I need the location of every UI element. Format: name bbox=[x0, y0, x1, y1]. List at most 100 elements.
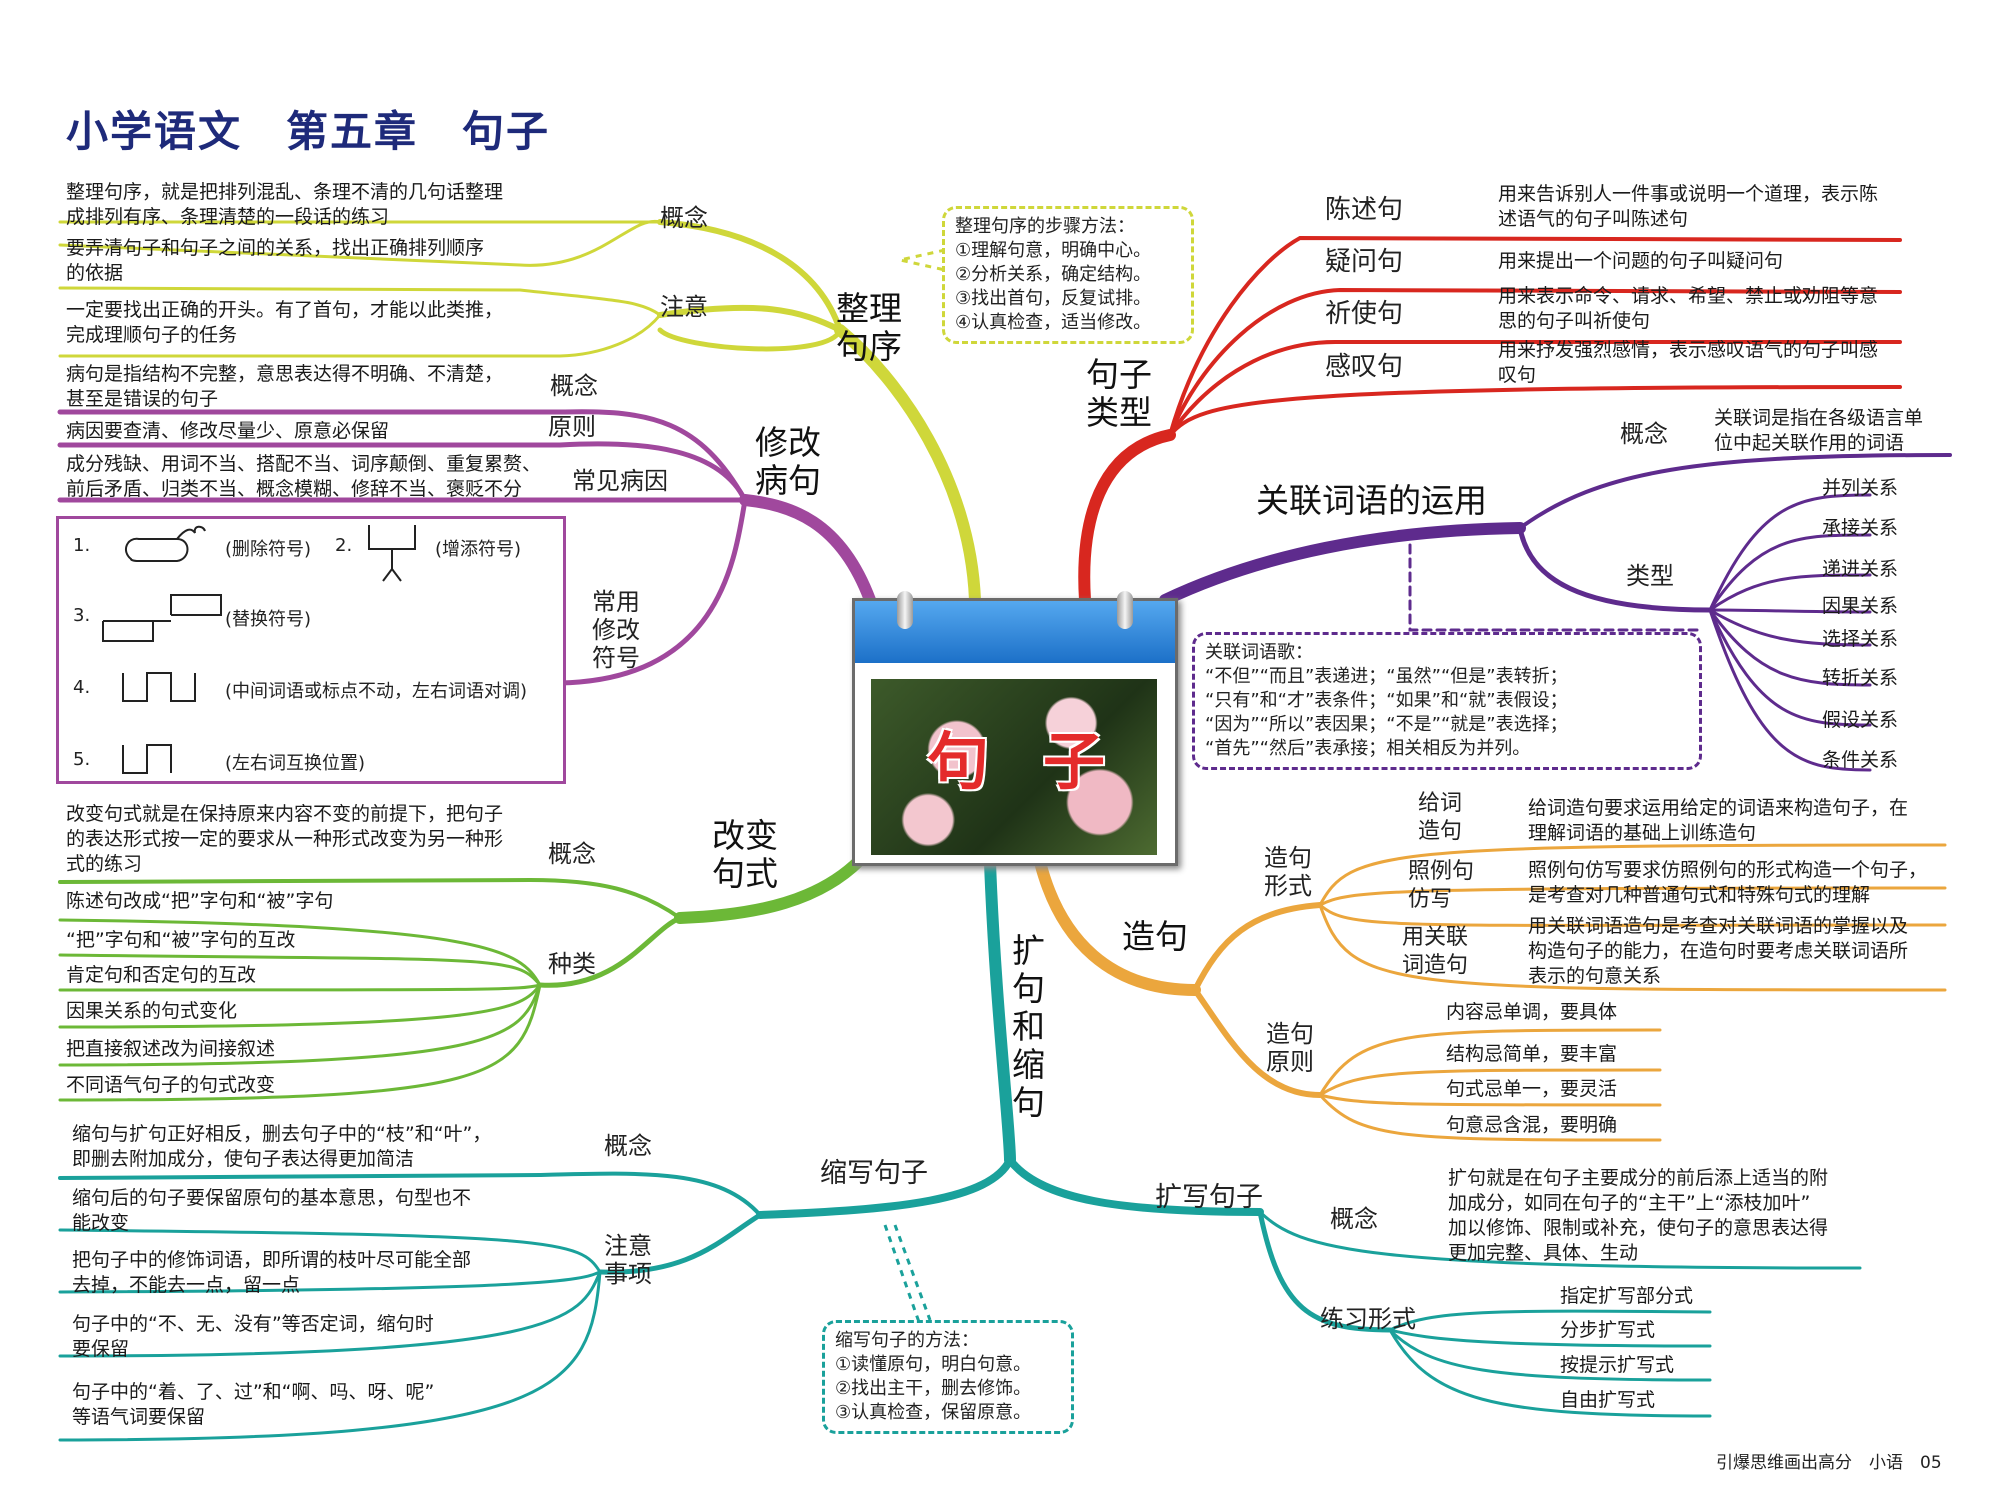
guanlian-type-3: 递进关系 bbox=[1822, 558, 1899, 580]
guanlian-song-callout: 关联词语歌： “不但”“而且”表递进；“虽然”“但是”表转折； “只有”和“才”… bbox=[1192, 632, 1702, 770]
xiugai-concept-text: 病句是指结构不完整，意思表达得不明确、不清楚， 甚至是错误的句子 bbox=[66, 363, 504, 410]
guanlian-type-1: 并列关系 bbox=[1822, 477, 1899, 499]
gaibian-label: 改变 句式 bbox=[712, 816, 778, 893]
zhengli-label: 整理 句序 bbox=[836, 289, 902, 366]
gaibian-concept-key: 概念 bbox=[548, 840, 596, 868]
gaibian-kind-2: “把”字句和“被”字句的互改 bbox=[66, 929, 296, 951]
kuoxie-forms-key: 练习形式 bbox=[1320, 1305, 1416, 1333]
zhengli-notice-1: 要弄清句子和句子之间的关系，找出正确排列顺序 的依据 bbox=[66, 237, 485, 284]
gaibian-kind-4: 因果关系的句式变化 bbox=[66, 1000, 238, 1022]
zhengli-lines bbox=[58, 219, 981, 606]
symbol-num-3: 3. bbox=[73, 605, 91, 626]
zaoju-form-key-2: 照例句 仿写 bbox=[1408, 859, 1475, 912]
xiugai-label: 修改 病句 bbox=[755, 423, 821, 500]
kuoxie-form-2: 分步扩写式 bbox=[1560, 1319, 1656, 1341]
symbol-desc-4: (中间词语或标点不动，左右词语对调) bbox=[225, 681, 528, 702]
kuoxie-form-3: 按提示扩写式 bbox=[1560, 1354, 1675, 1376]
guanlian-type-7: 假设关系 bbox=[1822, 709, 1899, 731]
zaoju-form-text-2: 照例句仿写要求仿照例句的形式构造一个句子， 是考查对几种普通句式和特殊句式的理解 bbox=[1528, 859, 1928, 906]
replace-symbol-icon bbox=[102, 594, 222, 642]
leixing-text-4: 用来抒发强烈感情，表示感叹语气的句子叫感 叹句 bbox=[1498, 339, 1879, 386]
zaoju-label: 造句 bbox=[1122, 917, 1188, 956]
symbol-desc-1: (删除符号) bbox=[225, 539, 312, 560]
guanlian-type-5: 选择关系 bbox=[1822, 628, 1899, 650]
kuoxie-concept-text: 扩句就是在句子主要成分的前后添上适当的附 加成分，如同在句子的“主干”上“添枝加… bbox=[1448, 1167, 1829, 1264]
swap-symbol-icon bbox=[122, 672, 196, 702]
kuoxie-form-4: 自由扩写式 bbox=[1560, 1389, 1656, 1411]
leixing-text-2: 用来提出一个问题的句子叫疑问句 bbox=[1498, 250, 1784, 272]
xiugai-causes-key: 常见病因 bbox=[572, 467, 668, 495]
symbol-desc-5: (左右词互换位置) bbox=[225, 753, 366, 774]
zaoju-lines bbox=[1034, 843, 1947, 1142]
kuoxie-form-1: 指定扩写部分式 bbox=[1560, 1285, 1694, 1307]
xiugai-principle-key: 原则 bbox=[548, 413, 596, 441]
gaibian-concept-text: 改变句式就是在保持原来内容不变的前提下，把句子 的表达形式按一定的要求从一种形式… bbox=[66, 803, 504, 875]
zaoju-form-key-1: 给词 造句 bbox=[1418, 791, 1463, 844]
footer: 引爆思维画出高分 小语 05 bbox=[1716, 1453, 1942, 1473]
leixing-key-2: 疑问句 bbox=[1325, 247, 1404, 277]
guanlian-types-key: 类型 bbox=[1626, 562, 1674, 590]
guanlian-type-2: 承接关系 bbox=[1822, 517, 1899, 539]
center-topic-card: 句 子 bbox=[852, 591, 1178, 866]
suoxie-notice-key: 注意 事项 bbox=[604, 1232, 652, 1288]
symbol-num-5: 5. bbox=[73, 749, 91, 770]
suoxie-concept-text: 缩句与扩句正好相反，删去句子中的“枝”和“叶”， 即删去附加成分，使句子表达得更… bbox=[72, 1123, 492, 1170]
kuosuo-lines bbox=[58, 856, 1862, 1442]
gaibian-kind-3: 肯定句和否定句的互改 bbox=[66, 964, 257, 986]
gaibian-lines bbox=[58, 854, 866, 1102]
symbol-num-1: 1. bbox=[73, 535, 91, 556]
zhengli-notice-2: 一定要找出正确的开头。有了首句，才能以此类推， 完成理顺句子的任务 bbox=[66, 299, 504, 346]
suoxie-notice-3: 句子中的“不、无、没有”等否定词，缩句时 要保留 bbox=[72, 1313, 434, 1360]
suoxie-notice-1: 缩句后的句子要保留原句的基本意思，句型也不 能改变 bbox=[72, 1187, 472, 1234]
zaoju-forms-key: 造句 形式 bbox=[1264, 844, 1312, 900]
zaoju-form-text-3: 用关联词语造句是考查对关联词语的掌握以及 构造句子的能力，在造句时要考虑关联词语… bbox=[1528, 915, 1909, 987]
zaoju-principles-key: 造句 原则 bbox=[1266, 1020, 1314, 1076]
leixing-label: 句子 类型 bbox=[1086, 355, 1152, 432]
zaoju-form-key-3: 用关联 词造句 bbox=[1402, 925, 1469, 978]
zhengli-steps-callout: 整理句序的步骤方法： ①理解句意，明确中心。 ②分析关系，确定结构。 ③找出首句… bbox=[942, 206, 1194, 344]
insert-symbol-icon bbox=[368, 525, 416, 582]
gaibian-kinds-key: 种类 bbox=[548, 950, 596, 978]
leixing-text-3: 用来表示命令、请求、希望、禁止或劝阻等意 思的句子叫祈使句 bbox=[1498, 285, 1879, 332]
center-word-1: 句 bbox=[927, 725, 990, 798]
kuosuo-label: 扩 句 和 缩 句 bbox=[1012, 931, 1045, 1122]
xiugai-concept-key: 概念 bbox=[550, 372, 598, 400]
leixing-lines bbox=[1078, 235, 1902, 606]
leixing-key-3: 祈使句 bbox=[1325, 299, 1404, 329]
zhengli-notice-key: 注意 bbox=[660, 293, 708, 321]
xiugai-lines bbox=[57, 409, 876, 686]
suoxie-method-callout: 缩写句子的方法： ①读懂原句，明白句意。 ②找出主干，删去修饰。 ③认真检查，保… bbox=[822, 1320, 1074, 1434]
symbol-desc-2: (增添符号) bbox=[435, 539, 522, 560]
suoxie-concept-key: 概念 bbox=[604, 1132, 652, 1160]
exchange-symbol-icon bbox=[122, 744, 172, 774]
leixing-text-1: 用来告诉别人一件事或说明一个道理，表示陈 述语气的句子叫陈述句 bbox=[1498, 183, 1879, 230]
calendar-ring-icon bbox=[897, 591, 913, 629]
guanlian-type-6: 转折关系 bbox=[1822, 667, 1899, 689]
edit-symbols-box: 1. (删除符号) 2. (增添符号) 3. (替换符号) 4. (中间词语或标… bbox=[56, 516, 566, 784]
blossom-photo bbox=[871, 679, 1157, 855]
kuoxie-label: 扩写句子 bbox=[1155, 1182, 1263, 1213]
center-word-2: 子 bbox=[1043, 725, 1106, 798]
leixing-key-1: 陈述句 bbox=[1325, 195, 1404, 225]
zhengli-concept-text: 整理句序，就是把排列混乱、条理不清的几句话整理 成排列有序、条理清楚的一段话的练… bbox=[66, 181, 504, 228]
kuoxie-concept-key: 概念 bbox=[1330, 1205, 1378, 1233]
symbol-num-2: 2. bbox=[335, 535, 353, 556]
zaoju-principle-3: 句式忌单一，要灵活 bbox=[1446, 1078, 1618, 1100]
page-title: 小学语文 第五章 句子 bbox=[66, 107, 551, 156]
leixing-key-4: 感叹句 bbox=[1325, 352, 1404, 382]
gaibian-kind-5: 把直接叙述改为间接叙述 bbox=[66, 1038, 276, 1060]
suoxie-notice-2: 把句子中的修饰词语，即所谓的枝叶尽可能全部 去掉，不能去一点，留一点 bbox=[72, 1249, 472, 1296]
gaibian-kind-1: 陈述句改成“把”字句和“被”字句 bbox=[66, 890, 334, 912]
symbol-num-4: 4. bbox=[73, 677, 91, 698]
calendar-ring-icon bbox=[1117, 591, 1133, 629]
zaoju-principle-1: 内容忌单调，要具体 bbox=[1446, 1001, 1618, 1023]
guanlian-concept-key: 概念 bbox=[1620, 420, 1668, 448]
guanlian-type-8: 条件关系 bbox=[1822, 749, 1899, 771]
guanlian-concept-text: 关联词是指在各级语言单 位中起关联作用的词语 bbox=[1714, 407, 1924, 454]
zaoju-principle-2: 结构忌简单，要丰富 bbox=[1446, 1043, 1618, 1065]
guanlian-lines bbox=[1159, 453, 1952, 772]
suoxie-notice-4: 句子中的“着、了、过”和“啊、吗、呀、呢” 等语气词要保留 bbox=[72, 1381, 435, 1428]
gaibian-kind-6: 不同语气句子的句式改变 bbox=[66, 1074, 276, 1096]
suoxie-label: 缩写句子 bbox=[820, 1158, 928, 1189]
